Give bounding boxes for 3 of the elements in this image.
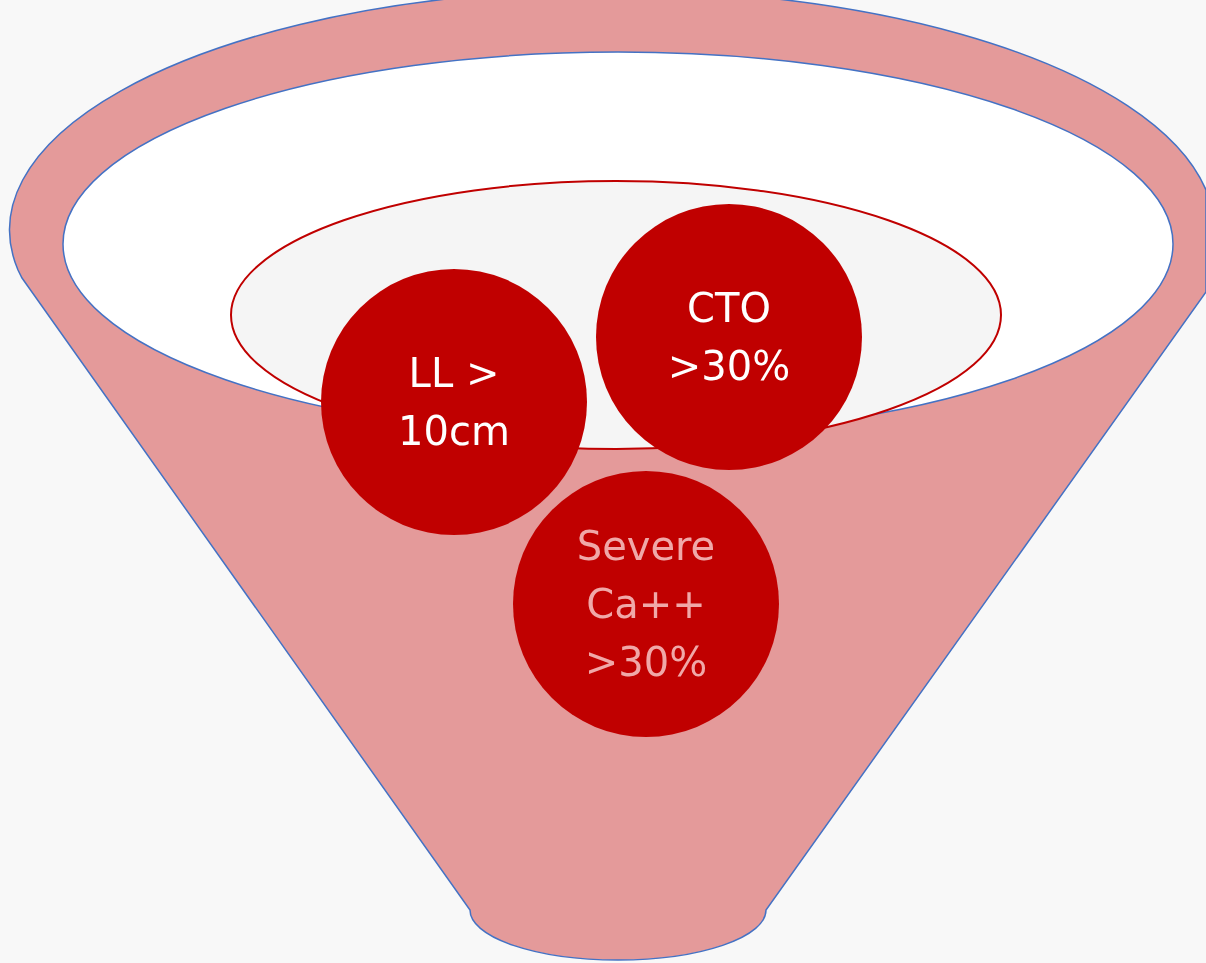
circle-label: CTO >30% (666, 284, 792, 391)
circle-label: Severe Ca++ >30% (575, 522, 717, 687)
circle-label: LL > 10cm (397, 349, 511, 456)
